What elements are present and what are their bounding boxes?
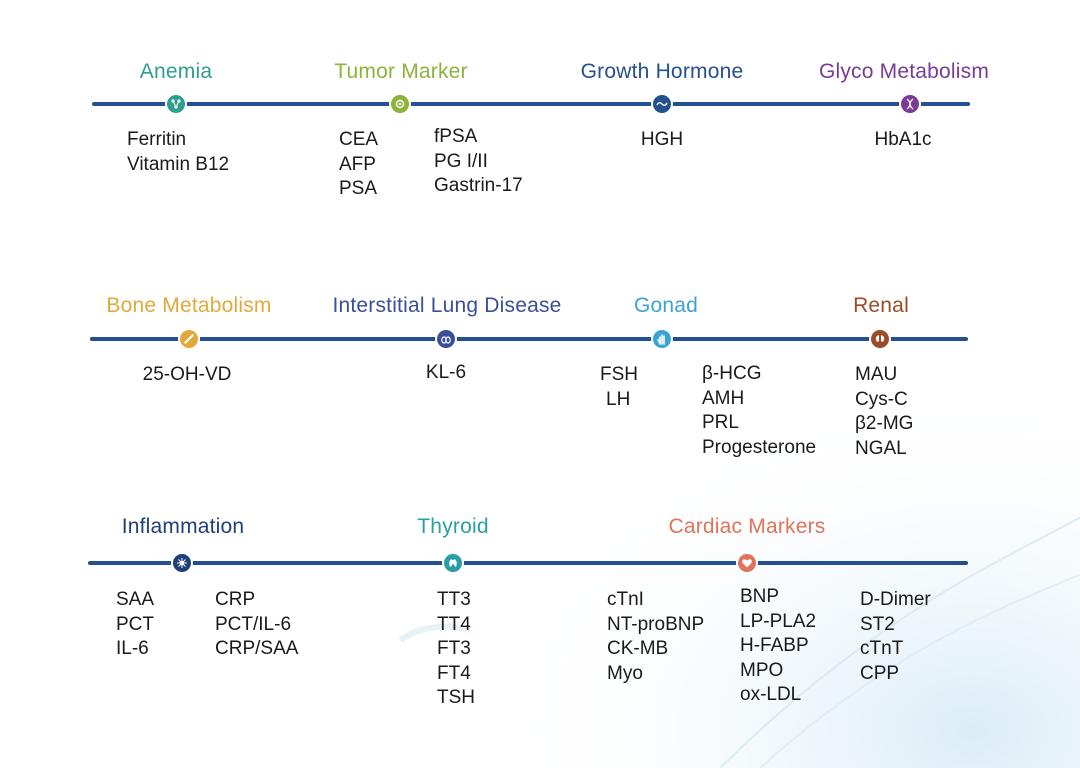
- item-cpp: CPP: [860, 662, 900, 684]
- item-b2-mg: β2-MG: [855, 413, 914, 434]
- item-ctni: cTnI: [607, 589, 644, 610]
- item-ck-mb: CK-MB: [607, 638, 669, 659]
- hand-icon: [657, 334, 665, 345]
- node-tumor-marker: [391, 95, 409, 113]
- item-ft3: FT3: [437, 638, 471, 659]
- wave-icon: [656, 102, 668, 106]
- item-ferritin: Ferritin: [127, 129, 187, 150]
- node-cardiac-markers: [738, 554, 756, 572]
- node-growth-hormone: [653, 95, 671, 113]
- target-icon: [395, 99, 405, 109]
- node-anemia: [167, 95, 185, 113]
- item-kl-6: KL-6: [425, 362, 467, 383]
- item-mau: MAU: [855, 364, 898, 385]
- heart-icon: [742, 559, 752, 568]
- items-tumor-marker-col-2: fPSA PG I/II Gastrin-17: [434, 125, 523, 199]
- node-gonad: [653, 330, 671, 348]
- item-b-hcg: β-HCG: [702, 363, 762, 384]
- item-ft4: FT4: [437, 662, 471, 684]
- item-ngal: NGAL: [855, 437, 907, 459]
- item-cea: CEA: [339, 129, 379, 150]
- item-25-oh-vd: 25-OH-VD: [142, 364, 232, 385]
- node-thyroid: [444, 554, 462, 572]
- items-cardiac-col-1: cTnI NT-proBNP CK-MB Myo: [607, 588, 704, 686]
- virus-icon: [177, 558, 187, 568]
- node-interstitial-lung-disease: [437, 330, 455, 348]
- category-title-growth-hormone: Growth Hormone: [580, 60, 744, 83]
- node-renal: [871, 330, 889, 348]
- item-tt3: TT3: [437, 589, 471, 610]
- dna-icon: [906, 98, 914, 110]
- items-anemia: Ferritin Vitamin B12: [127, 128, 229, 177]
- items-cardiac-col-3: D-Dimer ST2 cTnT CPP: [860, 588, 931, 686]
- timeline-row-2: [90, 337, 968, 341]
- item-st2: ST2: [860, 613, 895, 635]
- node-bone-metabolism: [180, 330, 198, 348]
- items-cardiac-col-2: BNP LP-PLA2 H-FABP MPO ox-LDL: [740, 585, 816, 708]
- items-gonad-col-2: β-HCG AMH PRL Progesterone: [702, 362, 816, 460]
- thyroid-icon: [449, 559, 457, 567]
- items-bone-metabolism: 25-OH-VD: [143, 363, 232, 388]
- item-crp: CRP: [215, 589, 256, 610]
- item-afp: AFP: [339, 153, 376, 175]
- kidney-icon: [875, 335, 885, 342]
- category-title-bone-metabolism: Bone Metabolism: [106, 294, 272, 317]
- molecule-icon: [171, 99, 181, 109]
- category-title-renal: Renal: [853, 294, 909, 317]
- node-inflammation: [173, 554, 191, 572]
- item-pct: PCT: [116, 613, 154, 635]
- item-fsh: FSH: [600, 364, 638, 385]
- items-renal: MAU Cys-C β2-MG NGAL: [855, 363, 913, 461]
- item-fpsa: fPSA: [434, 126, 478, 147]
- category-title-gonad: Gonad: [633, 294, 699, 317]
- category-title-tumor-marker: Tumor Marker: [334, 60, 468, 83]
- item-nt-probnp: NT-proBNP: [607, 613, 705, 635]
- item-myo: Myo: [607, 662, 643, 684]
- item-pct-il-6: PCT/IL-6: [215, 613, 292, 635]
- category-title-cardiac-markers: Cardiac Markers: [668, 515, 826, 538]
- items-tumor-marker-col-1: CEA AFP PSA: [339, 128, 378, 202]
- items-interstitial-lung-disease: KL-6: [426, 361, 466, 386]
- node-glyco-metabolism: [901, 95, 919, 113]
- item-lh: LH: [606, 388, 631, 410]
- item-cys-c: Cys-C: [855, 388, 908, 410]
- item-mpo: MPO: [740, 659, 784, 681]
- item-tt4: TT4: [437, 613, 471, 635]
- item-h-fabp: H-FABP: [740, 635, 809, 656]
- item-lp-pla2: LP-PLA2: [740, 610, 817, 632]
- item-progesterone: Progesterone: [702, 436, 817, 458]
- item-il-6: IL-6: [116, 638, 149, 659]
- bone-icon: [184, 334, 194, 344]
- items-growth-hormone: HGH: [641, 128, 683, 153]
- item-saa: SAA: [116, 589, 155, 610]
- item-vitamin-b12: Vitamin B12: [127, 153, 230, 175]
- category-title-anemia: Anemia: [139, 60, 213, 83]
- items-inflammation-col-2: CRP PCT/IL-6 CRP/SAA: [215, 588, 298, 662]
- category-title-interstitial-lung-disease: Interstitial Lung Disease: [332, 294, 562, 317]
- item-crp-saa: CRP/SAA: [215, 638, 299, 659]
- item-amh: AMH: [702, 387, 745, 409]
- item-tsh: TSH: [437, 687, 475, 708]
- item-psa: PSA: [339, 178, 378, 199]
- category-title-thyroid: Thyroid: [417, 515, 489, 538]
- timeline-row-3: [88, 561, 968, 565]
- items-gonad-col-1: FSH LH: [600, 363, 638, 412]
- category-title-glyco-metabolism: Glyco Metabolism: [818, 60, 990, 83]
- item-pg-i-ii: PG I/II: [434, 150, 488, 172]
- item-ctnt: cTnT: [860, 638, 904, 659]
- item-hgh: HGH: [640, 129, 684, 150]
- item-d-dimer: D-Dimer: [860, 589, 931, 610]
- lungs-icon: [441, 336, 451, 344]
- item-bnp: BNP: [740, 586, 780, 607]
- items-inflammation-col-1: SAA PCT IL-6: [116, 588, 154, 662]
- item-hba1c: HbA1c: [874, 129, 932, 150]
- item-ox-ldl: ox-LDL: [740, 684, 802, 705]
- items-thyroid: TT3 TT4 FT3 FT4 TSH: [437, 588, 475, 711]
- item-prl: PRL: [702, 412, 739, 433]
- item-gastrin-17: Gastrin-17: [434, 175, 523, 196]
- items-glyco-metabolism: HbA1c: [874, 128, 931, 153]
- category-title-inflammation: Inflammation: [121, 515, 245, 538]
- timeline-row-1: [92, 102, 970, 106]
